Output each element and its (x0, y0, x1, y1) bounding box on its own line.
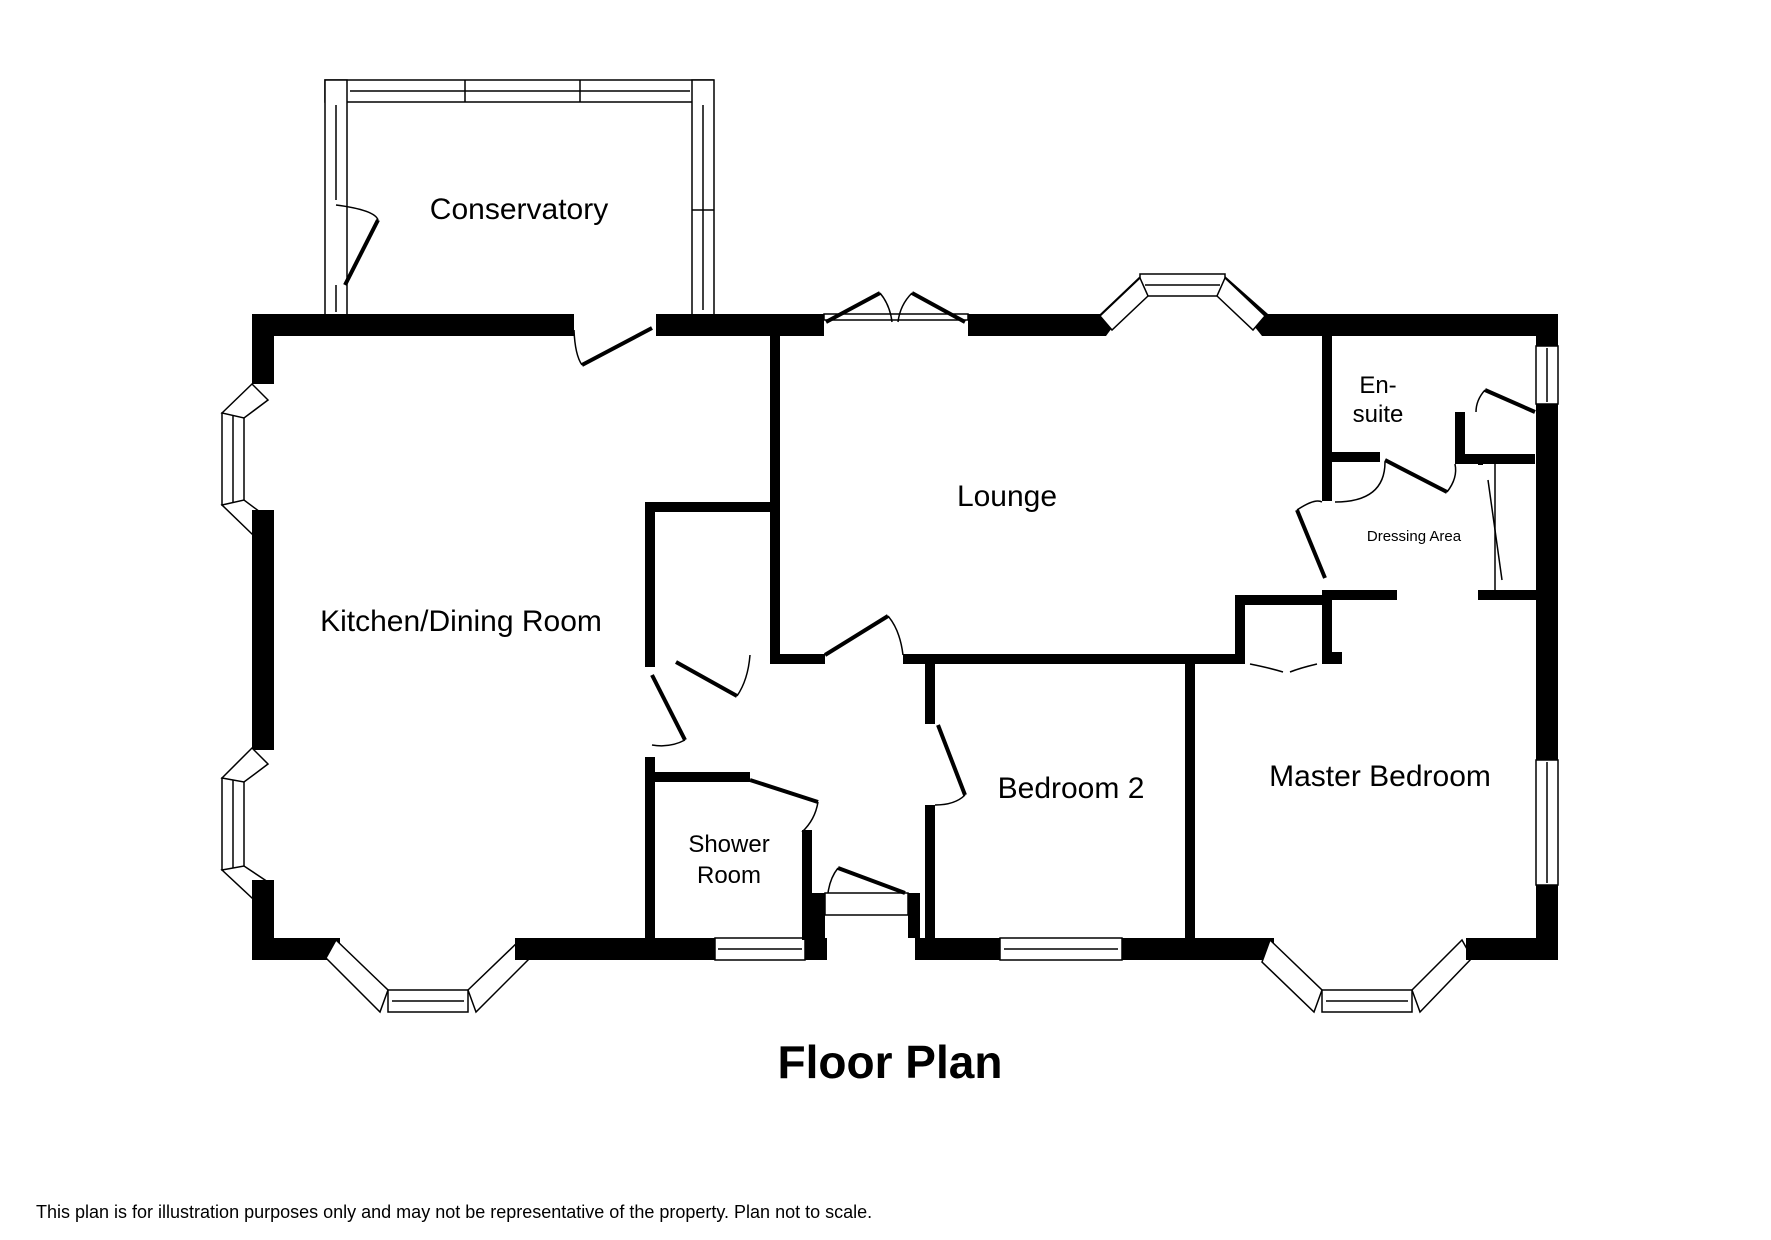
ensuite-label-line1: En- (1359, 372, 1396, 399)
shower-room-label-line2: Room (697, 862, 761, 889)
conservatory-label: Conservatory (430, 193, 608, 226)
outer-walls (220, 273, 1559, 1014)
doors (573, 291, 1536, 916)
interior-walls (645, 336, 1536, 960)
kitchen-dining-label: Kitchen/Dining Room (320, 605, 602, 638)
master-bedroom-label: Master Bedroom (1269, 760, 1491, 793)
shower-room-label-line1: Shower (688, 831, 769, 858)
lounge-label: Lounge (957, 480, 1057, 513)
dressing-area-label: Dressing Area (1367, 528, 1462, 545)
plan-title: Floor Plan (778, 1036, 1003, 1088)
ensuite-label-line2: suite (1353, 401, 1404, 428)
bedroom2-label: Bedroom 2 (998, 772, 1145, 805)
disclaimer-text: This plan is for illustration purposes o… (36, 1202, 872, 1222)
